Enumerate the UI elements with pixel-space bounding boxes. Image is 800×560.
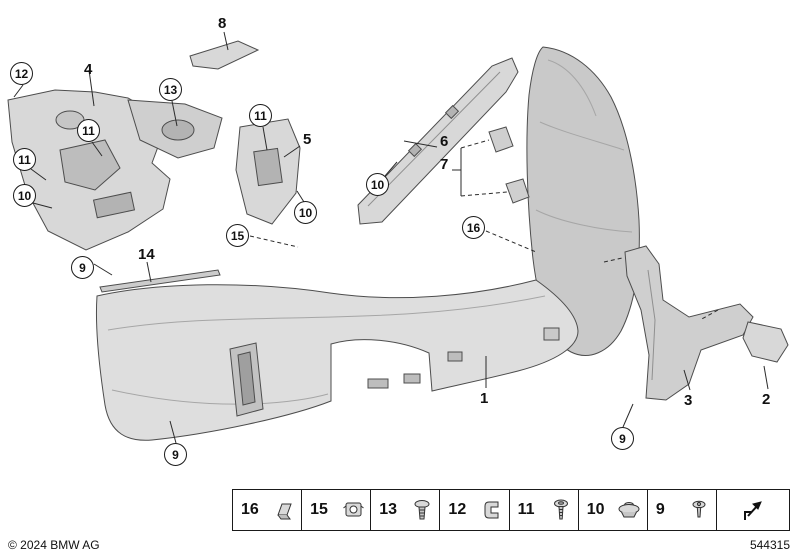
tapping-screw-icon: [692, 500, 706, 518]
callout-16-circled[interactable]: 16: [462, 216, 485, 239]
legend-item-11: 11: [510, 490, 579, 530]
part-14-strip: [99, 269, 221, 293]
legend-label: 9: [655, 501, 665, 518]
assembly-direction-arrow-icon: [743, 501, 762, 520]
callout-3[interactable]: 3: [684, 392, 693, 409]
spring-clip-icon: [484, 501, 499, 519]
part-3-side-bracket: [624, 245, 754, 401]
part-drawings: [7, 40, 789, 441]
legend-label: 15: [310, 501, 328, 518]
callout-2[interactable]: 2: [762, 391, 771, 408]
callout-9-c[interactable]: 9: [164, 443, 187, 466]
part-1-bumper-cover: [95, 279, 579, 441]
screw-icon: [553, 499, 568, 520]
part-7-bracket-lower: [505, 178, 530, 204]
legend-label: 11: [517, 501, 535, 518]
callout-9-b[interactable]: 9: [611, 427, 634, 450]
legend-item-16: 16: [233, 490, 303, 530]
legend-label: 12: [448, 501, 467, 518]
legend-item-12: 12: [440, 490, 510, 530]
callout-14[interactable]: 14: [138, 246, 155, 263]
callout-11-b[interactable]: 11: [13, 148, 36, 171]
callout-13-circled[interactable]: 13: [159, 78, 182, 101]
callout-4[interactable]: 4: [84, 61, 93, 78]
callout-12-circled[interactable]: 12: [10, 62, 33, 85]
legend-label: 13: [379, 501, 398, 518]
callout-1[interactable]: 1: [480, 390, 489, 407]
callout-11-a[interactable]: 11: [77, 119, 100, 142]
cage-nut-icon: [343, 502, 365, 517]
leader-lines: [13, 31, 769, 444]
legend-item-13: 13: [371, 490, 441, 530]
legend-symbol-cell: [717, 490, 789, 530]
callout-6[interactable]: 6: [440, 133, 449, 150]
part-8-bracket: [189, 40, 260, 70]
plastic-nut-icon: [618, 502, 640, 518]
copyright-text: © 2024 BMW AG: [8, 538, 100, 552]
legend-label: 16: [241, 501, 259, 518]
callout-10-c[interactable]: 10: [294, 201, 317, 224]
callout-11-c[interactable]: 11: [249, 104, 272, 127]
part-6-guide-rail: [357, 57, 519, 225]
part-7-bracket-upper: [488, 126, 514, 153]
legend-item-9: 9: [648, 490, 717, 530]
legend-label: 10: [586, 501, 605, 518]
callout-7[interactable]: 7: [440, 156, 449, 173]
part-rear-panel: [526, 46, 640, 356]
part-2-trim: [742, 321, 789, 363]
diagram-number: 544315: [749, 538, 790, 552]
callout-10-a[interactable]: 10: [13, 184, 36, 207]
expansion-rivet-icon: [414, 500, 430, 520]
legend-item-10: 10: [579, 490, 648, 530]
callout-10-b[interactable]: 10: [366, 173, 389, 196]
callout-15-circled[interactable]: 15: [226, 224, 249, 247]
callout-8[interactable]: 8: [218, 15, 227, 32]
clip-nut-icon: [277, 503, 292, 520]
legend-item-15: 15: [302, 490, 372, 530]
callout-5[interactable]: 5: [303, 131, 312, 148]
callout-9-a[interactable]: 9: [71, 256, 94, 279]
fastener-legend: 16 15 13 12: [232, 489, 790, 531]
